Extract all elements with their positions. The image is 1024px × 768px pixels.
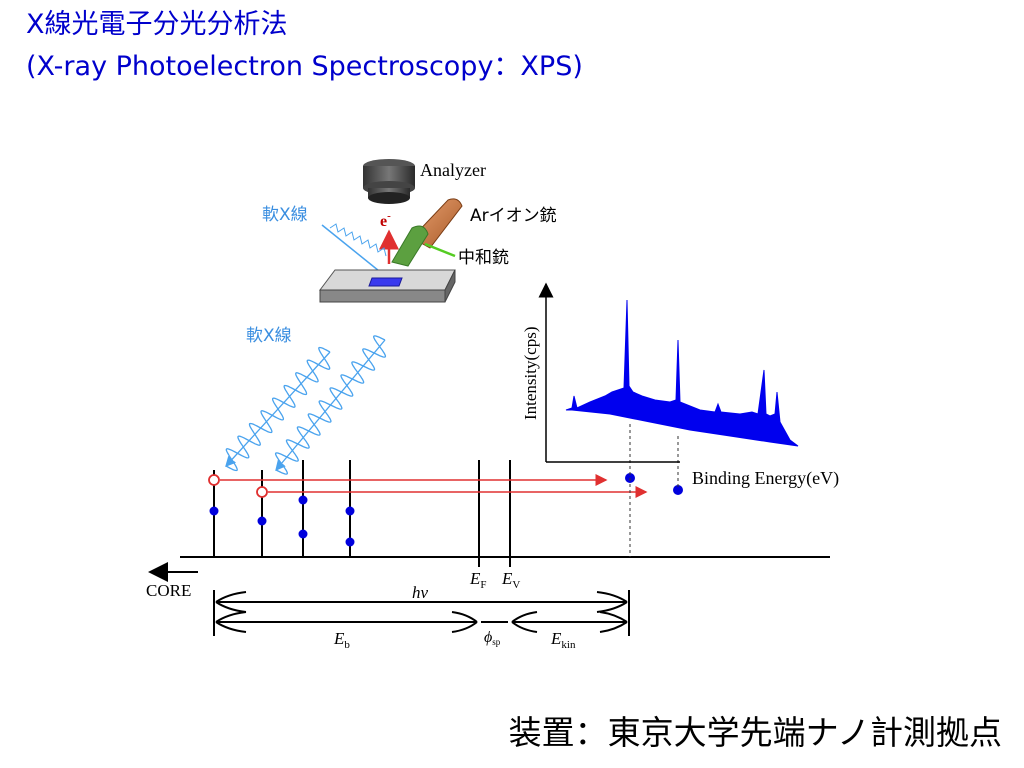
electron-label: e- — [380, 210, 391, 230]
electron-dot — [298, 495, 308, 505]
neutralizer-gun-icon — [391, 225, 429, 267]
electron-dot — [345, 537, 355, 547]
ar-gun-label: Arイオン銃 — [470, 206, 557, 226]
hole-2 — [256, 486, 268, 498]
core-label: CORE — [146, 581, 191, 600]
neutralizer-label: 中和銃 — [458, 248, 509, 268]
soft-xray-label-top: 軟X線 — [262, 205, 308, 225]
spectrum-xlabel: Binding Energy(eV) — [692, 468, 839, 489]
ev-label: EV — [501, 569, 520, 591]
spectrum-inset: Intensity(cps) Binding Energy(eV) — [521, 282, 839, 489]
analyzer-label: Analyzer — [420, 160, 486, 180]
footer-credit: 装置：東京大学先端ナノ計測拠点 — [508, 713, 1002, 752]
electron-dot — [257, 516, 267, 526]
hole-1 — [208, 474, 220, 486]
ekin-label: Ekin — [550, 629, 576, 651]
eb-label: Eb — [333, 629, 350, 651]
phi-label: ϕsp — [484, 629, 501, 647]
spectrum-trace — [565, 299, 799, 447]
soft-xray-wave-2-axis — [275, 339, 386, 471]
title-line-1: X線光電子分光分析法 — [26, 9, 288, 40]
hv-label: hν — [412, 583, 429, 602]
energy-diagram: 軟X線 CORE EF EV — [146, 326, 830, 651]
electron-dot — [209, 506, 219, 516]
soft-xray-wave-1-axis — [225, 351, 331, 467]
eb-dimension — [215, 611, 478, 633]
soft-xray-label: 軟X線 — [246, 326, 292, 346]
spectrum-ylabel: Intensity(cps) — [521, 327, 540, 420]
electron-dot — [298, 529, 308, 539]
neutralizer-pointer — [424, 242, 456, 258]
electron-dot — [345, 506, 355, 516]
sample-stage — [319, 269, 456, 303]
apparatus: Analyzer e- Arイオン銃 中和銃 軟X線 — [262, 159, 557, 303]
ef-label: EF — [469, 569, 487, 591]
ekin-dimension — [511, 611, 628, 633]
soft-xray-beam-top — [321, 223, 387, 276]
analyzer-icon — [363, 159, 415, 204]
detected-electron-2 — [673, 485, 683, 495]
title-line-2: (X-ray Photoelectron Spectroscopy：XPS) — [26, 51, 583, 82]
soft-xray-waves — [225, 335, 387, 475]
